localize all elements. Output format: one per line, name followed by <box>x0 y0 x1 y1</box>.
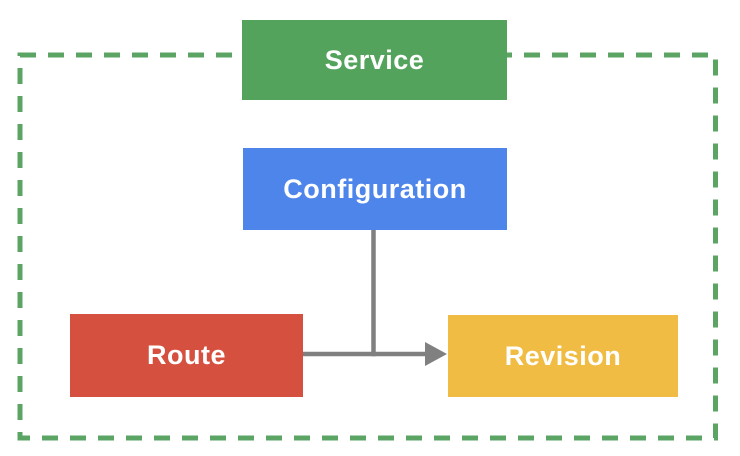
node-configuration-label: Configuration <box>283 173 467 204</box>
node-route-label: Route <box>147 340 226 370</box>
node-configuration: Configuration <box>243 148 507 230</box>
node-route: Route <box>70 314 303 397</box>
node-service: Service <box>242 20 507 100</box>
node-revision: Revision <box>448 315 678 397</box>
node-service-label: Service <box>324 44 425 75</box>
node-revision-label: Revision <box>504 340 622 371</box>
arrowhead-icon <box>425 342 447 366</box>
